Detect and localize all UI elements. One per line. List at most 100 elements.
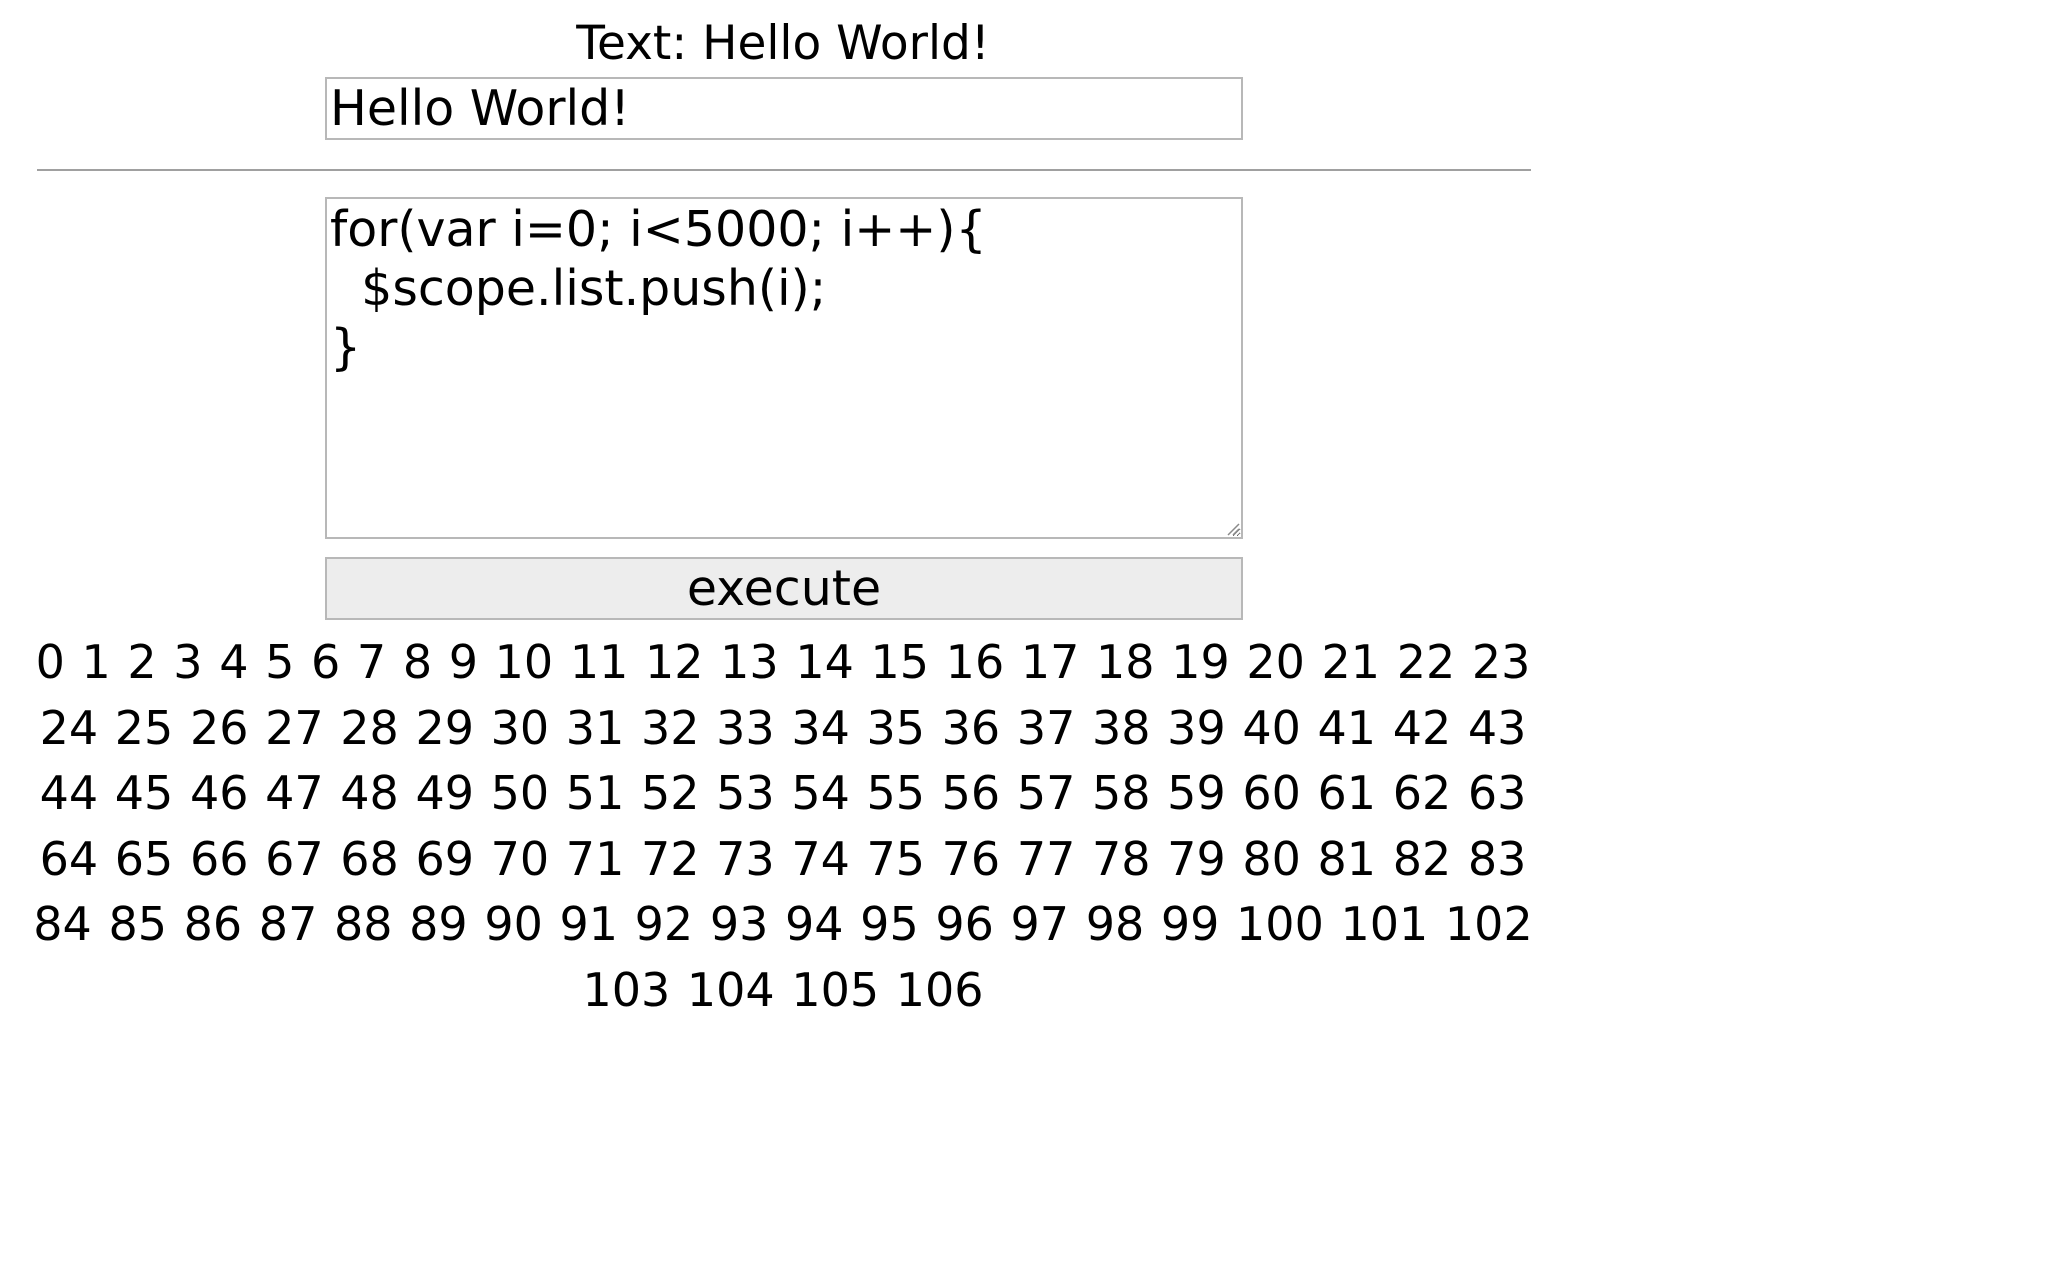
list-item: 87 — [258, 897, 318, 951]
list-item: 97 — [1010, 897, 1070, 951]
list-item: 62 — [1392, 766, 1452, 820]
list-item: 90 — [484, 897, 543, 951]
list-item: 27 — [265, 700, 324, 755]
execute-button[interactable]: execute — [325, 557, 1243, 620]
list-item: 95 — [860, 897, 919, 951]
list-item: 66 — [189, 831, 249, 886]
list-item: 17 — [1020, 635, 1080, 689]
list-item: 8 — [402, 635, 433, 689]
list-item: 93 — [709, 897, 769, 951]
list-item: 16 — [945, 635, 1005, 689]
code-editor[interactable]: for(var i=0; i<5000; i++){ $scope.list.p… — [325, 197, 1243, 539]
list-item: 69 — [415, 831, 474, 886]
list-item: 26 — [189, 700, 249, 755]
list-item: 72 — [640, 831, 700, 886]
list-item: 38 — [1092, 700, 1151, 755]
list-item: 31 — [565, 700, 625, 755]
list-item: 78 — [1092, 831, 1151, 886]
list-item: 20 — [1246, 635, 1305, 689]
list-item: 6 — [311, 635, 341, 689]
list-item: 106 — [895, 962, 984, 1017]
list-item: 24 — [39, 700, 99, 755]
list-item: 10 — [494, 635, 554, 689]
list-item: 100 — [1236, 897, 1324, 951]
list-item: 59 — [1167, 766, 1226, 820]
list-item: 28 — [340, 700, 399, 755]
list-item: 19 — [1171, 635, 1230, 689]
list-item: 12 — [644, 635, 704, 689]
list-item: 103 — [582, 962, 671, 1017]
list-item: 34 — [791, 700, 850, 755]
list-item: 30 — [490, 700, 550, 755]
list-item: 92 — [634, 897, 694, 951]
list-item: 18 — [1096, 635, 1155, 689]
list-item: 105 — [791, 962, 880, 1017]
list-item: 56 — [941, 766, 1001, 820]
list-item: 3 — [173, 635, 203, 689]
list-item: 44 — [39, 766, 99, 820]
list-item: 64 — [39, 831, 99, 886]
list-item: 0 — [35, 635, 65, 689]
list-item: 83 — [1467, 831, 1527, 886]
list-item: 55 — [866, 766, 926, 820]
list-item: 43 — [1467, 700, 1527, 755]
list-item: 70 — [490, 831, 550, 886]
list-item: 73 — [716, 831, 775, 886]
list-item: 45 — [114, 766, 174, 820]
list-item: 71 — [565, 831, 625, 886]
list-item: 85 — [108, 897, 167, 951]
list-item: 2 — [127, 635, 157, 689]
list-item: 9 — [448, 635, 479, 689]
list-item: 53 — [716, 766, 775, 820]
list-item: 11 — [569, 635, 629, 689]
list-item: 75 — [866, 831, 926, 886]
list-item: 91 — [559, 897, 619, 951]
list-item: 48 — [340, 766, 399, 820]
list-item: 22 — [1396, 635, 1456, 689]
list-item: 54 — [791, 766, 850, 820]
list-item: 14 — [795, 635, 854, 689]
number-list: 0 1 2 3 4 5 6 7 8 9 10 11 12 13 14 15 16… — [30, 630, 1536, 1023]
text-preview-heading: Text: Hello World! — [576, 16, 990, 71]
list-item: 99 — [1160, 897, 1220, 951]
list-item: 96 — [935, 897, 994, 951]
list-item: 63 — [1467, 766, 1527, 820]
list-item: 5 — [265, 635, 295, 689]
list-item: 29 — [415, 700, 474, 755]
list-item: 88 — [333, 897, 393, 951]
list-item: 15 — [870, 635, 930, 689]
list-item: 89 — [409, 897, 468, 951]
list-item: 61 — [1317, 766, 1377, 820]
list-item: 40 — [1242, 700, 1301, 755]
page: Text: Hello World! for(var i=0; i<5000; … — [30, 16, 1536, 1023]
list-item: 86 — [183, 897, 243, 951]
list-item: 94 — [785, 897, 844, 951]
divider — [37, 169, 1531, 171]
list-item: 52 — [640, 766, 700, 820]
list-item: 77 — [1016, 831, 1076, 886]
list-item: 33 — [716, 700, 775, 755]
list-item: 102 — [1444, 897, 1533, 951]
list-item: 25 — [114, 700, 174, 755]
list-item: 1 — [81, 635, 111, 689]
list-item: 104 — [686, 962, 775, 1017]
list-item: 98 — [1085, 897, 1145, 951]
list-item: 50 — [490, 766, 550, 820]
list-item: 68 — [340, 831, 399, 886]
list-item: 65 — [114, 831, 174, 886]
list-item: 80 — [1242, 831, 1301, 886]
list-item: 51 — [565, 766, 625, 820]
list-item: 36 — [941, 700, 1001, 755]
list-item: 76 — [941, 831, 1001, 886]
list-item: 101 — [1340, 897, 1429, 951]
list-item: 74 — [791, 831, 850, 886]
list-item: 81 — [1317, 831, 1377, 886]
text-input[interactable] — [325, 77, 1243, 140]
list-item: 57 — [1016, 766, 1076, 820]
list-item: 79 — [1167, 831, 1226, 886]
list-item: 84 — [33, 897, 92, 951]
list-item: 21 — [1321, 635, 1381, 689]
list-item: 58 — [1092, 766, 1151, 820]
list-item: 37 — [1016, 700, 1076, 755]
list-item: 39 — [1167, 700, 1226, 755]
